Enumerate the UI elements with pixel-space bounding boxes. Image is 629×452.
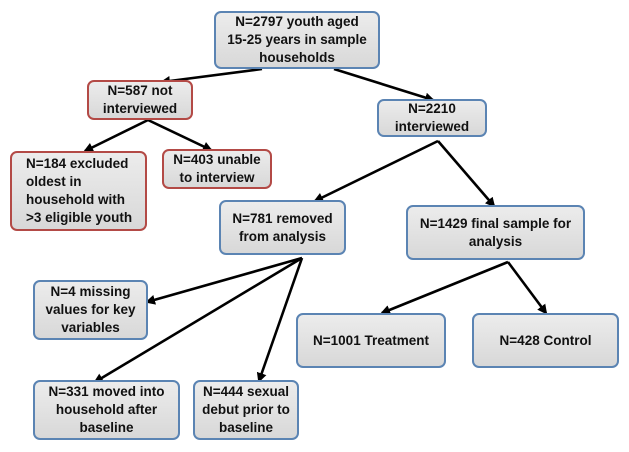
node-unable-to-interview: N=403 unable to interview — [162, 149, 272, 189]
edge-final-sample-to-treatment — [380, 260, 509, 315]
edge-total-to-not-interviewed — [160, 67, 263, 86]
node-control: N=428 Control — [472, 313, 619, 368]
node-sexual-debut: N=444 sexual debut prior to baseline — [193, 380, 299, 440]
node-final-sample: N=1429 final sample for analysis — [406, 205, 585, 260]
node-removed-from-analysis-label: N=781 removed from analysis — [232, 210, 333, 244]
edge-interviewed-to-final-sample — [437, 140, 496, 208]
edge-removed-to-moved — [93, 256, 303, 384]
node-interviewed: N=2210 interviewed — [377, 99, 487, 137]
node-not-interviewed: N=587 not interviewed — [87, 80, 193, 120]
node-missing-values-label: N=4 missing values for key variables — [45, 284, 136, 335]
node-control-label: N=428 Control — [499, 332, 592, 348]
node-removed-from-analysis: N=781 removed from analysis — [219, 200, 346, 255]
node-total-youth-label: N=2797 youth aged 15-25 years in sample … — [227, 14, 367, 65]
edge-total-to-interviewed — [333, 67, 435, 103]
edge-final-sample-to-control — [506, 261, 548, 315]
edge-interviewed-to-removed — [313, 139, 439, 203]
node-moved-into-household: N=331 moved into household after baselin… — [33, 380, 180, 440]
node-treatment-label: N=1001 Treatment — [313, 332, 429, 348]
node-not-interviewed-label: N=587 not interviewed — [102, 83, 178, 116]
node-missing-values: N=4 missing values for key variables — [33, 280, 148, 340]
node-moved-into-household-label: N=331 moved into household after baselin… — [48, 384, 165, 435]
node-final-sample-label: N=1429 final sample for analysis — [419, 215, 572, 249]
node-interviewed-label: N=2210 interviewed — [394, 101, 470, 134]
node-unable-to-interview-label: N=403 unable to interview — [173, 152, 261, 185]
edge-removed-to-sexual-debut — [256, 257, 304, 383]
node-excluded-oldest-label: N=184 excluded oldest in household with … — [26, 156, 133, 225]
edge-not-interviewed-to-excluded-oldest — [83, 118, 149, 153]
node-treatment: N=1001 Treatment — [296, 313, 446, 368]
node-excluded-oldest: N=184 excluded oldest in household with … — [10, 151, 147, 231]
edge-not-interviewed-to-unable — [147, 118, 213, 152]
edge-removed-to-missing — [145, 256, 303, 305]
node-sexual-debut-label: N=444 sexual debut prior to baseline — [202, 384, 290, 435]
node-total-youth: N=2797 youth aged 15-25 years in sample … — [214, 11, 380, 69]
